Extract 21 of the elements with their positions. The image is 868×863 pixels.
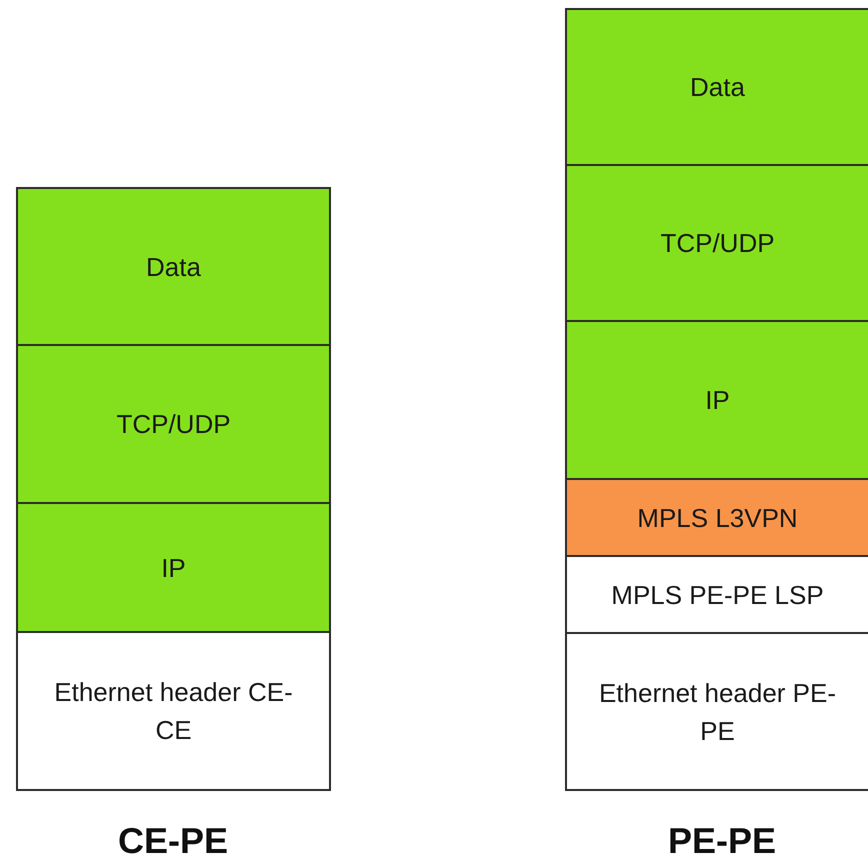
layer-box xyxy=(565,164,868,322)
layer-label: IP xyxy=(161,552,186,584)
layer-box xyxy=(16,631,331,791)
layer-label: IP xyxy=(705,384,730,417)
layer-label: Ethernet header PE-PE xyxy=(598,676,838,748)
layer-label: MPLS L3VPN xyxy=(637,502,798,534)
layer-box xyxy=(565,478,868,557)
layer-label: Data xyxy=(690,71,745,104)
layer-box xyxy=(16,187,331,346)
layer-label: MPLS PE-PE LSP xyxy=(611,578,824,612)
layer-label: TCP/UDP xyxy=(116,408,231,441)
layer-box xyxy=(565,632,868,791)
layer-box xyxy=(16,344,331,504)
layer-box xyxy=(16,502,331,633)
layer-box xyxy=(565,8,868,166)
layer-label: Data xyxy=(146,250,201,284)
layer-label: TCP/UDP xyxy=(660,227,775,260)
layer-label: Ethernet header CE-CE xyxy=(54,676,294,747)
stack-caption: PE-PE xyxy=(668,820,776,862)
stack-caption: CE-PE xyxy=(118,820,228,862)
layer-box xyxy=(565,320,868,480)
